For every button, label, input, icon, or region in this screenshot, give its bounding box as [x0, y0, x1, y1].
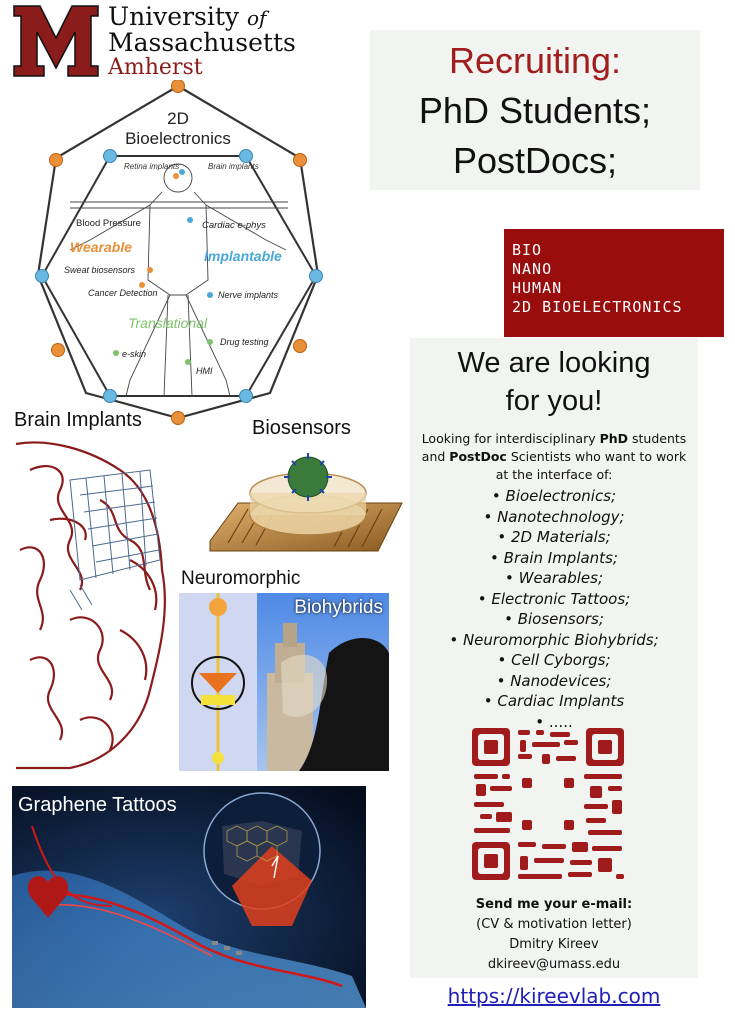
- label-cardiac: Cardiac e-phys: [202, 220, 266, 231]
- looking-for-you-box: We are looking for you! Looking for inte…: [410, 338, 698, 978]
- looking-title-line1: We are looking: [457, 347, 651, 379]
- contact-name: Dmitry Kireev: [509, 937, 599, 952]
- graphene-tattoo-illustration: [12, 786, 366, 1008]
- recruiting-phd: PhD Students;: [418, 90, 652, 131]
- bioelectronics-diagram: 2D Bioelectronics Retina implants Brain …: [35, 80, 323, 425]
- umass-logo: University of Massachusetts Amherst: [12, 2, 297, 80]
- recruiting-box: Recruiting: PhD Students; PostDocs;: [370, 30, 700, 190]
- topics-tag: BIO NANO HUMAN 2D BIOELECTRONICS: [504, 229, 724, 337]
- neuromorphic-label: Neuromorphic: [181, 568, 301, 589]
- list-item: Cardiac Implants: [410, 691, 698, 712]
- looking-intro: Looking for interdisciplinary PhD studen…: [421, 431, 687, 482]
- label-translational: Translational: [128, 315, 208, 331]
- list-item: Wearables;: [410, 568, 698, 589]
- logo-university: University of: [108, 2, 267, 31]
- label-blood-pressure: Blood Pressure: [76, 218, 141, 229]
- diagram-title-2d: 2D: [167, 109, 189, 128]
- label-brain: Brain implants: [208, 162, 259, 171]
- label-implantable: Implantable: [204, 248, 282, 264]
- diagram-title-bioelectronics: Bioelectronics: [125, 129, 231, 148]
- label-retina: Retina implants: [124, 162, 179, 171]
- graphene-tattoos-label: Graphene Tattoos: [18, 794, 177, 816]
- contact-block: Send me your e-mail: (CV & motivation le…: [410, 895, 698, 975]
- label-nerve: Nerve implants: [218, 290, 279, 300]
- electrode-mesh: [69, 469, 161, 611]
- label-drug: Drug testing: [220, 337, 269, 347]
- list-item: Biosensors;: [410, 609, 698, 630]
- virus-icon: [284, 453, 332, 501]
- biosensors-label: Biosensors: [252, 417, 351, 439]
- logo-massachusetts: Massachusetts: [108, 28, 296, 57]
- qr-code-icon[interactable]: [472, 728, 624, 880]
- logo-amherst: Amherst: [108, 55, 203, 80]
- list-item: Brain Implants;: [410, 548, 698, 569]
- tag-line-human: HUMAN: [512, 279, 563, 297]
- list-item-more: .....: [410, 712, 698, 733]
- neuromorphic-illustration: [179, 593, 389, 771]
- label-cancer: Cancer Detection: [88, 288, 158, 298]
- neuromorphic-biohybrids-panel: Biohybrids: [179, 593, 389, 771]
- list-item: Cell Cyborgs;: [410, 650, 698, 671]
- contact-email[interactable]: dkireev@umass.edu: [487, 957, 621, 972]
- label-wearable: Wearable: [70, 239, 132, 255]
- label-sweat: Sweat biosensors: [64, 265, 136, 275]
- research-topics-list: Bioelectronics; Nanotechnology; 2D Mater…: [410, 486, 698, 732]
- graphene-tattoos-panel: Graphene Tattoos: [12, 786, 366, 1008]
- list-item: Neuromorphic Biohybrids;: [410, 630, 698, 651]
- heart-icon: [27, 876, 69, 918]
- diagram-nodes: [35, 80, 323, 425]
- brain-implants-label: Brain Implants: [14, 409, 142, 431]
- contact-heading: Send me your e-mail:: [475, 897, 633, 912]
- tag-line-nano: NANO: [512, 260, 553, 278]
- tag-line-bio: BIO: [512, 241, 543, 259]
- recruiting-postdocs: PostDocs;: [452, 140, 618, 181]
- list-item: Electronic Tattoos;: [410, 589, 698, 610]
- looking-title-line2: for you!: [505, 385, 603, 417]
- vitruvian-figure: [69, 163, 288, 397]
- list-item: Bioelectronics;: [410, 486, 698, 507]
- list-item: Nanotechnology;: [410, 507, 698, 528]
- looking-title: We are looking for you!: [410, 344, 698, 420]
- umass-m-logo-icon: [13, 5, 99, 77]
- label-eskin: e-skin: [122, 349, 146, 359]
- list-item: 2D Materials;: [410, 527, 698, 548]
- lab-website-link[interactable]: https://kireevlab.com: [447, 984, 661, 1008]
- recruiting-heading: Recruiting:: [448, 40, 622, 81]
- biohybrids-label: Biohybrids: [294, 597, 383, 618]
- contact-subtext: (CV & motivation letter): [476, 917, 632, 932]
- brain-implant-illustration: [15, 441, 167, 770]
- tag-line-2d: 2D BIOELECTRONICS: [512, 298, 683, 316]
- label-hmi: HMI: [196, 366, 213, 376]
- list-item: Nanodevices;: [410, 671, 698, 692]
- biosensor-chip-illustration: [209, 453, 403, 552]
